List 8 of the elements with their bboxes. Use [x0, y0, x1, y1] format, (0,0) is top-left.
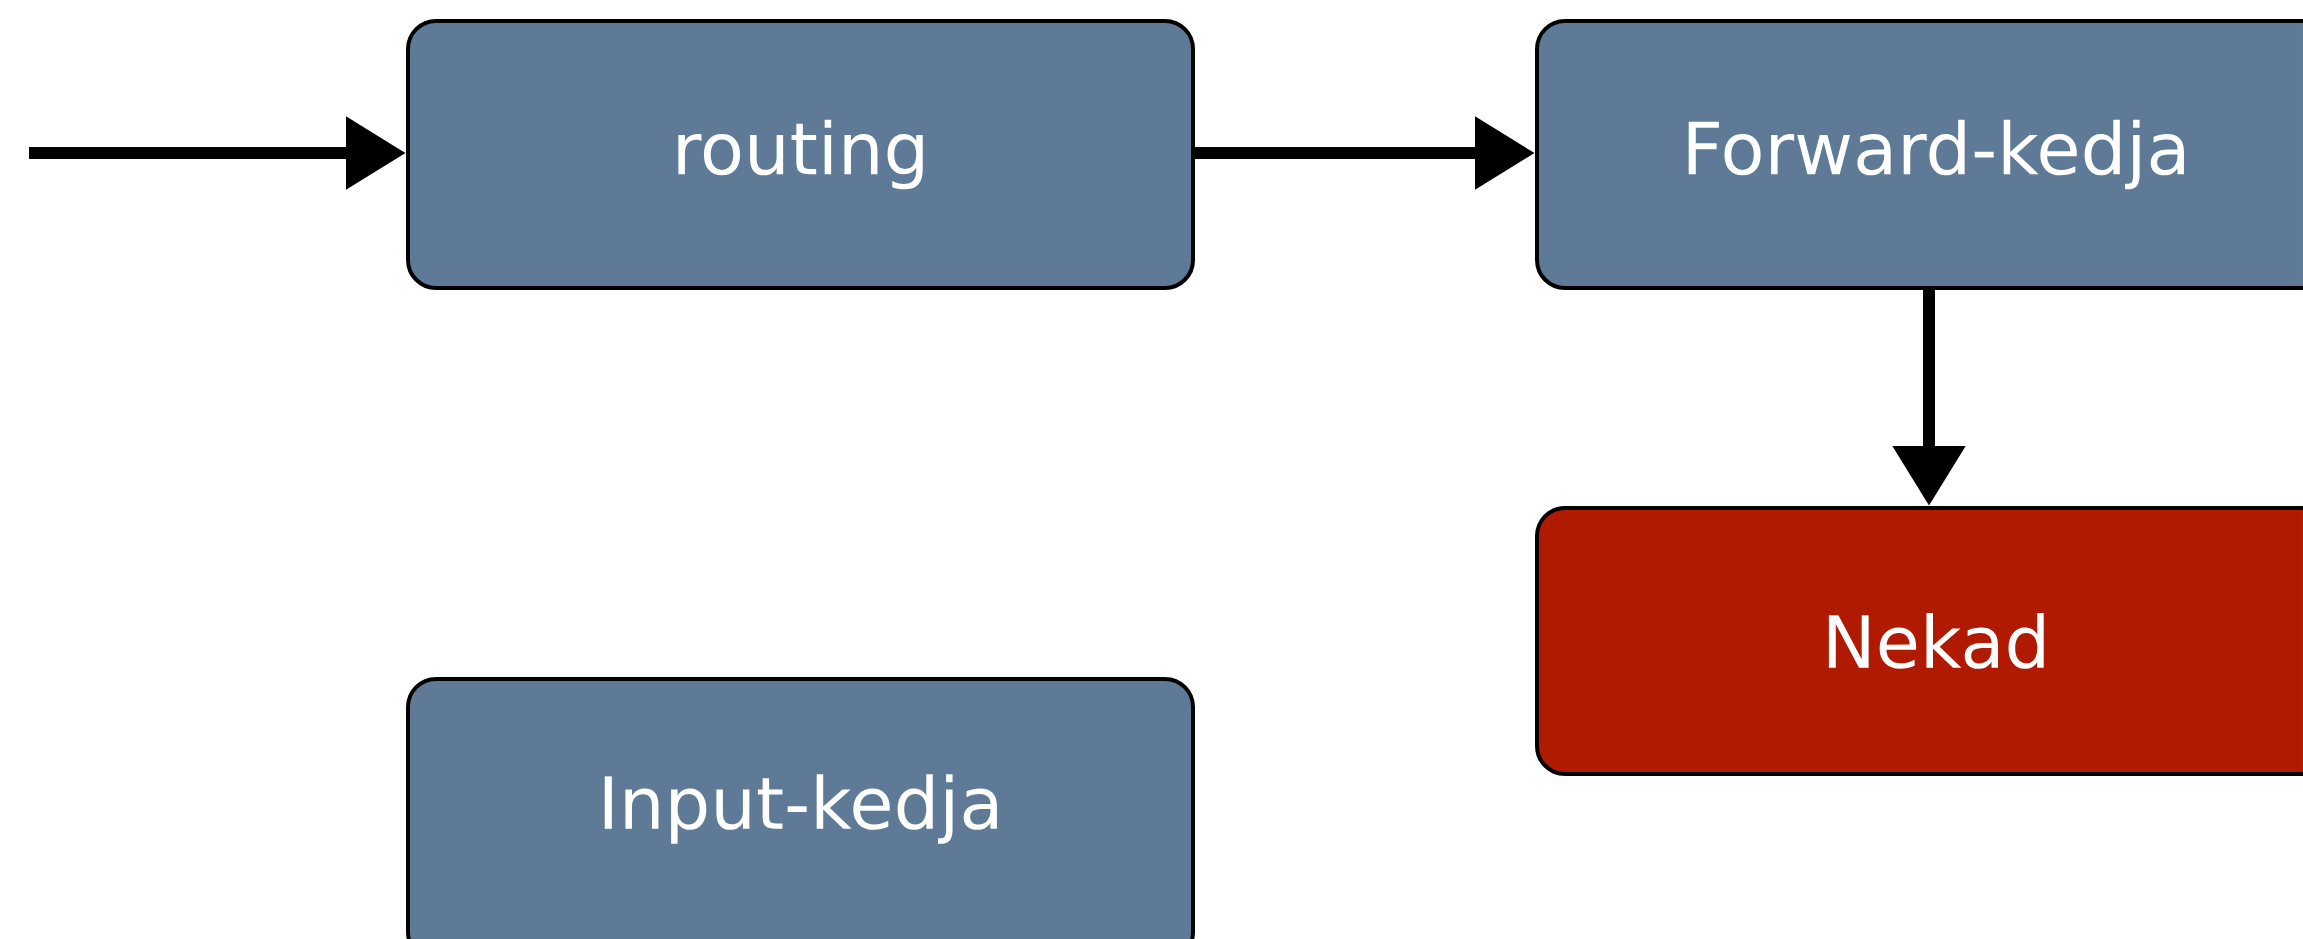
box-label: Nekad	[1828, 613, 2044, 669]
error-box	[1535, 506, 2303, 776]
box-label: Input-kedja	[604, 774, 997, 844]
box-label: Forward-kedja	[1688, 119, 2184, 190]
process-box	[406, 19, 1195, 290]
process-box	[406, 677, 1195, 939]
process-box	[1535, 19, 2303, 290]
box-label: routing	[678, 119, 923, 190]
